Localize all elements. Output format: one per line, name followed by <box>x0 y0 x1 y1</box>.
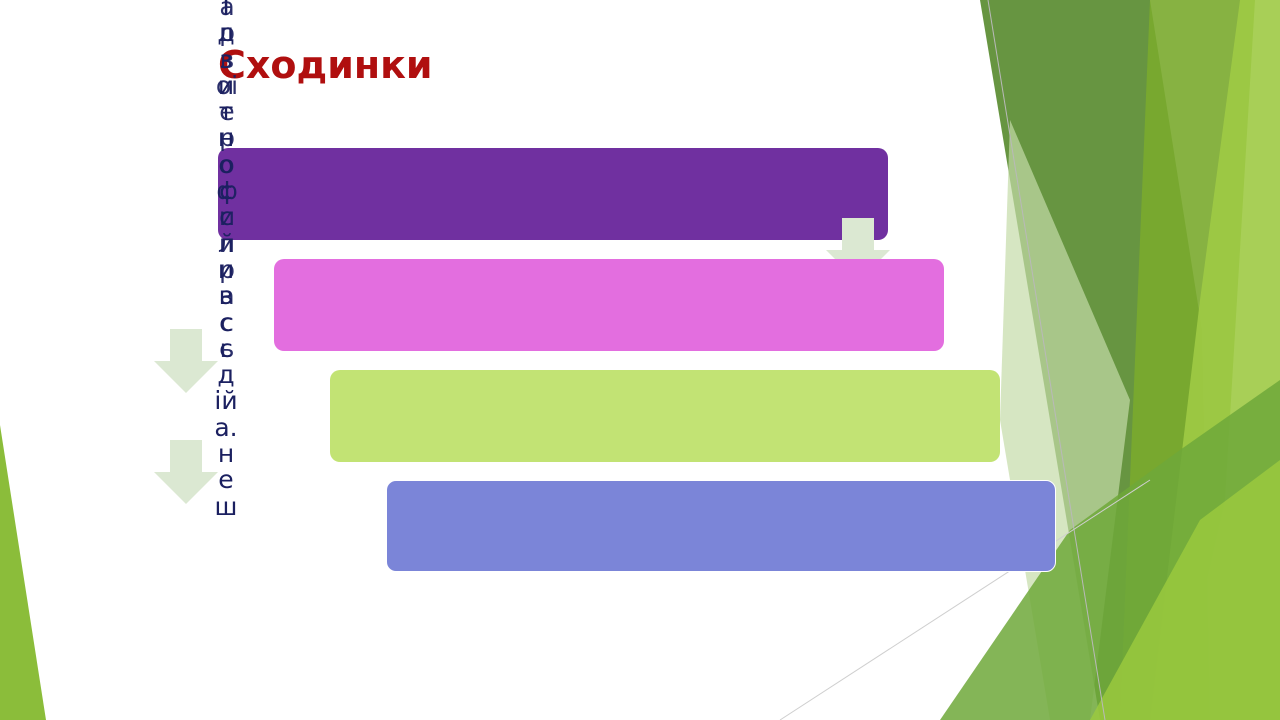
decor-shard-left <box>0 425 46 720</box>
overflow-text-column: арвоіерофий рас ь <box>215 0 239 363</box>
step-block-3 <box>330 370 1000 462</box>
decor-shard-bottom-light <box>1090 460 1280 720</box>
step-block-1 <box>218 148 888 240</box>
overflow-text-column: Ідзитноссливссд ійа.неш <box>214 0 238 521</box>
slide-title: Сходинки <box>218 43 433 87</box>
step-block-2 <box>274 259 944 351</box>
decor-line-diagonal <box>987 0 1106 720</box>
down-arrow-icon <box>154 440 218 504</box>
down-arrow-icon <box>154 329 218 393</box>
decor-line-bottom <box>779 479 1151 720</box>
step-block-4 <box>386 480 1056 572</box>
